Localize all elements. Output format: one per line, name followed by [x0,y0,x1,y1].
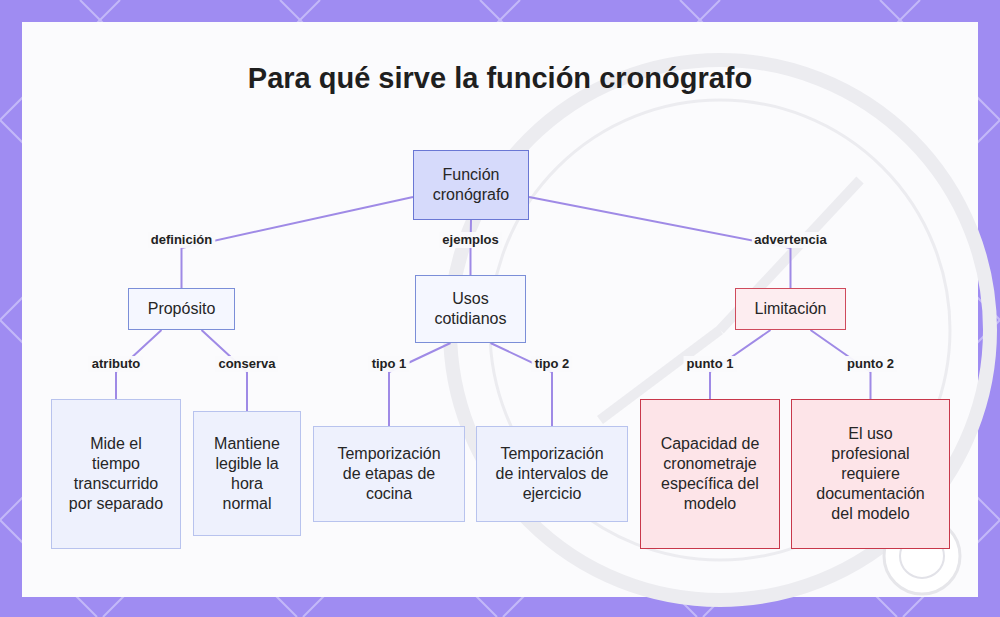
edge-label: punto 2 [844,356,897,372]
edge-label: conserva [215,356,278,372]
node-text: Temporización de intervalos de ejercicio [491,444,613,504]
root-box: Función cronógrafo [413,150,529,220]
detail-box: Mide el tiempo transcurrido por separado [51,399,181,549]
detail-box: Temporización de etapas de cocina [313,426,465,522]
detail-box: Mantiene legible la hora normal [193,411,301,536]
node-text: Función cronógrafo [423,165,519,205]
edge-label: punto 1 [684,356,737,372]
node-text: Mantiene legible la hora normal [208,434,286,514]
category-box: Propósito [128,288,235,330]
detail-box: Temporización de intervalos de ejercicio [476,426,628,522]
edge-label: tipo 2 [532,356,573,372]
edge-label: atributo [89,356,143,372]
category-box: Usos cotidianos [415,275,526,343]
node-text: Capacidad de cronometraje específica del… [657,434,763,514]
edge-label: definición [148,232,215,248]
faint-clock [450,60,990,600]
node-text: Propósito [132,299,232,319]
node-text: Limitación [739,299,843,319]
edge-label: tipo 1 [369,356,410,372]
node-text: El uso profesional requiere documentació… [809,424,933,524]
warning-box: Limitación [735,288,846,330]
white-panel [22,22,978,597]
node-text: Usos cotidianos [426,289,516,329]
node-text: Mide el tiempo transcurrido por separado [68,434,164,514]
warning-detail-box: Capacidad de cronometraje específica del… [640,399,780,549]
connector-line [182,197,414,288]
edge-label: advertencia [751,232,829,248]
edge-label: ejemplos [439,232,501,248]
diagram-title: Para qué sirve la función cronógrafo [0,62,1000,95]
node-text: Temporización de etapas de cocina [328,444,450,504]
warning-detail-box: El uso profesional requiere documentació… [791,399,950,549]
